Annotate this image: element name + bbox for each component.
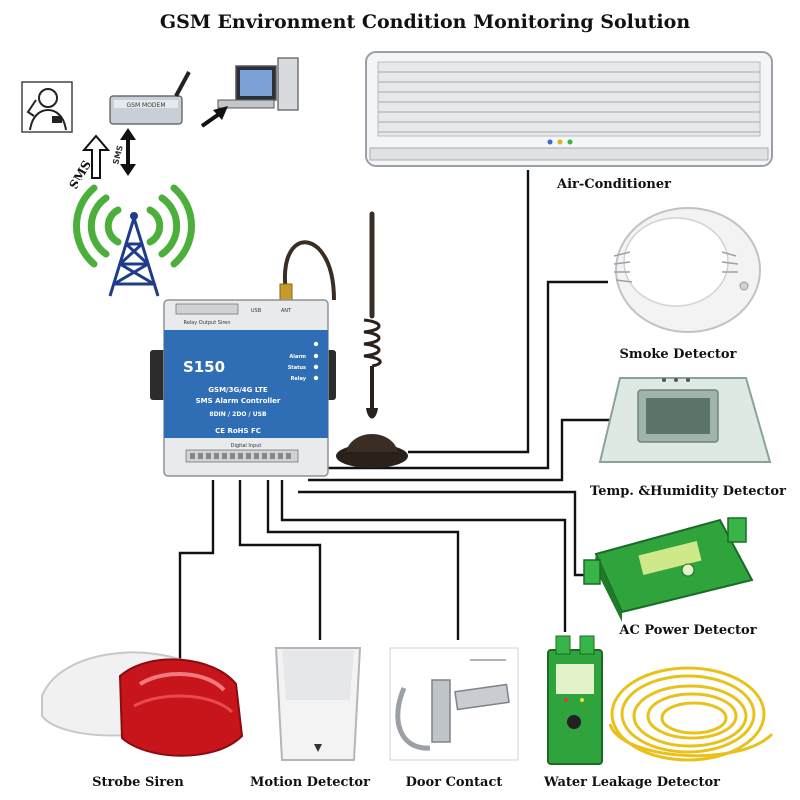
antenna-cable (282, 240, 336, 301)
indicator-relay: Relay (291, 376, 307, 382)
label-air-conditioner: Air-Conditioner (556, 177, 671, 192)
gsm-modem-label: GSM MODEM (126, 102, 165, 109)
label-strobe-siren: Strobe Siren (92, 775, 184, 790)
relay-terminal-block (175, 303, 239, 315)
controller-function: SMS Alarm Controller (196, 397, 281, 405)
alarm-led-icon (313, 353, 319, 359)
wire-smoke-detector (318, 280, 608, 470)
temp-humidity-detector-icon (598, 377, 772, 463)
gsm-modem-icon: GSM MODEM (109, 71, 191, 125)
signal-led-icon (313, 341, 319, 347)
wire-ac-power (298, 490, 592, 577)
label-door-contact: Door Contact (406, 775, 503, 790)
controller-certs: CE RoHS FC (215, 427, 261, 435)
wire-door-contact (266, 480, 460, 640)
strobe-siren-icon (41, 651, 244, 757)
relay-output-siren-label: Relay Output Siren (183, 320, 230, 326)
din-clip-left (150, 350, 166, 400)
air-conditioner-icon (365, 51, 773, 167)
magnetic-antenna-icon (336, 211, 408, 468)
diagram-title: GSM Environment Condition Monitoring Sol… (160, 11, 690, 33)
controller-io: 8DIN / 2DO / USB (209, 411, 267, 418)
ant-label: ANT (281, 308, 292, 314)
wire-strobe-siren (178, 480, 215, 660)
wire-temp-humidity (308, 418, 610, 482)
sms-label-right: SMS (111, 144, 125, 165)
signal-tower-icon (73, 180, 195, 298)
indicator-alarm: Alarm (289, 354, 306, 360)
status-led-icon (313, 364, 319, 370)
label-motion-detector: Motion Detector (250, 775, 370, 790)
wire-motion-detector (238, 480, 322, 640)
label-water-leakage-detector: Water Leakage Detector (543, 775, 720, 790)
relay-led-icon (313, 375, 319, 381)
label-temp-humidity-detector: Temp. &Humidity Detector (590, 484, 786, 499)
wire-air-conditioner (408, 170, 530, 454)
digital-input-label: Digital Input (231, 443, 262, 449)
operator-icon (21, 81, 73, 133)
sms-up-arrow-icon (81, 134, 111, 179)
s150-controller: Relay Output Siren USB ANT S150 GSM/3G/4… (150, 299, 336, 477)
arrow-modem-to-computer-icon (200, 106, 228, 128)
water-leakage-detector-icon (547, 635, 603, 765)
sms-down-arrow-icon (120, 128, 136, 176)
smoke-detector-icon (613, 207, 761, 333)
controller-indicators: Alarm Status Relay (288, 341, 319, 382)
label-ac-power-detector: AC Power Detector (618, 623, 756, 638)
usb-label: USB (251, 308, 262, 314)
motion-detector-icon (274, 647, 362, 761)
leak-sensing-cable-icon (608, 666, 774, 762)
computer-icon (217, 57, 299, 111)
ac-power-detector-icon (583, 517, 754, 622)
label-smoke-detector: Smoke Detector (620, 347, 737, 362)
controller-network: GSM/3G/4G LTE (208, 386, 268, 394)
wire-water-leakage (280, 480, 567, 632)
door-contact-icon (389, 647, 519, 761)
controller-model: S150 (183, 358, 225, 376)
wiring (178, 170, 610, 660)
indicator-status: Status (288, 365, 306, 371)
